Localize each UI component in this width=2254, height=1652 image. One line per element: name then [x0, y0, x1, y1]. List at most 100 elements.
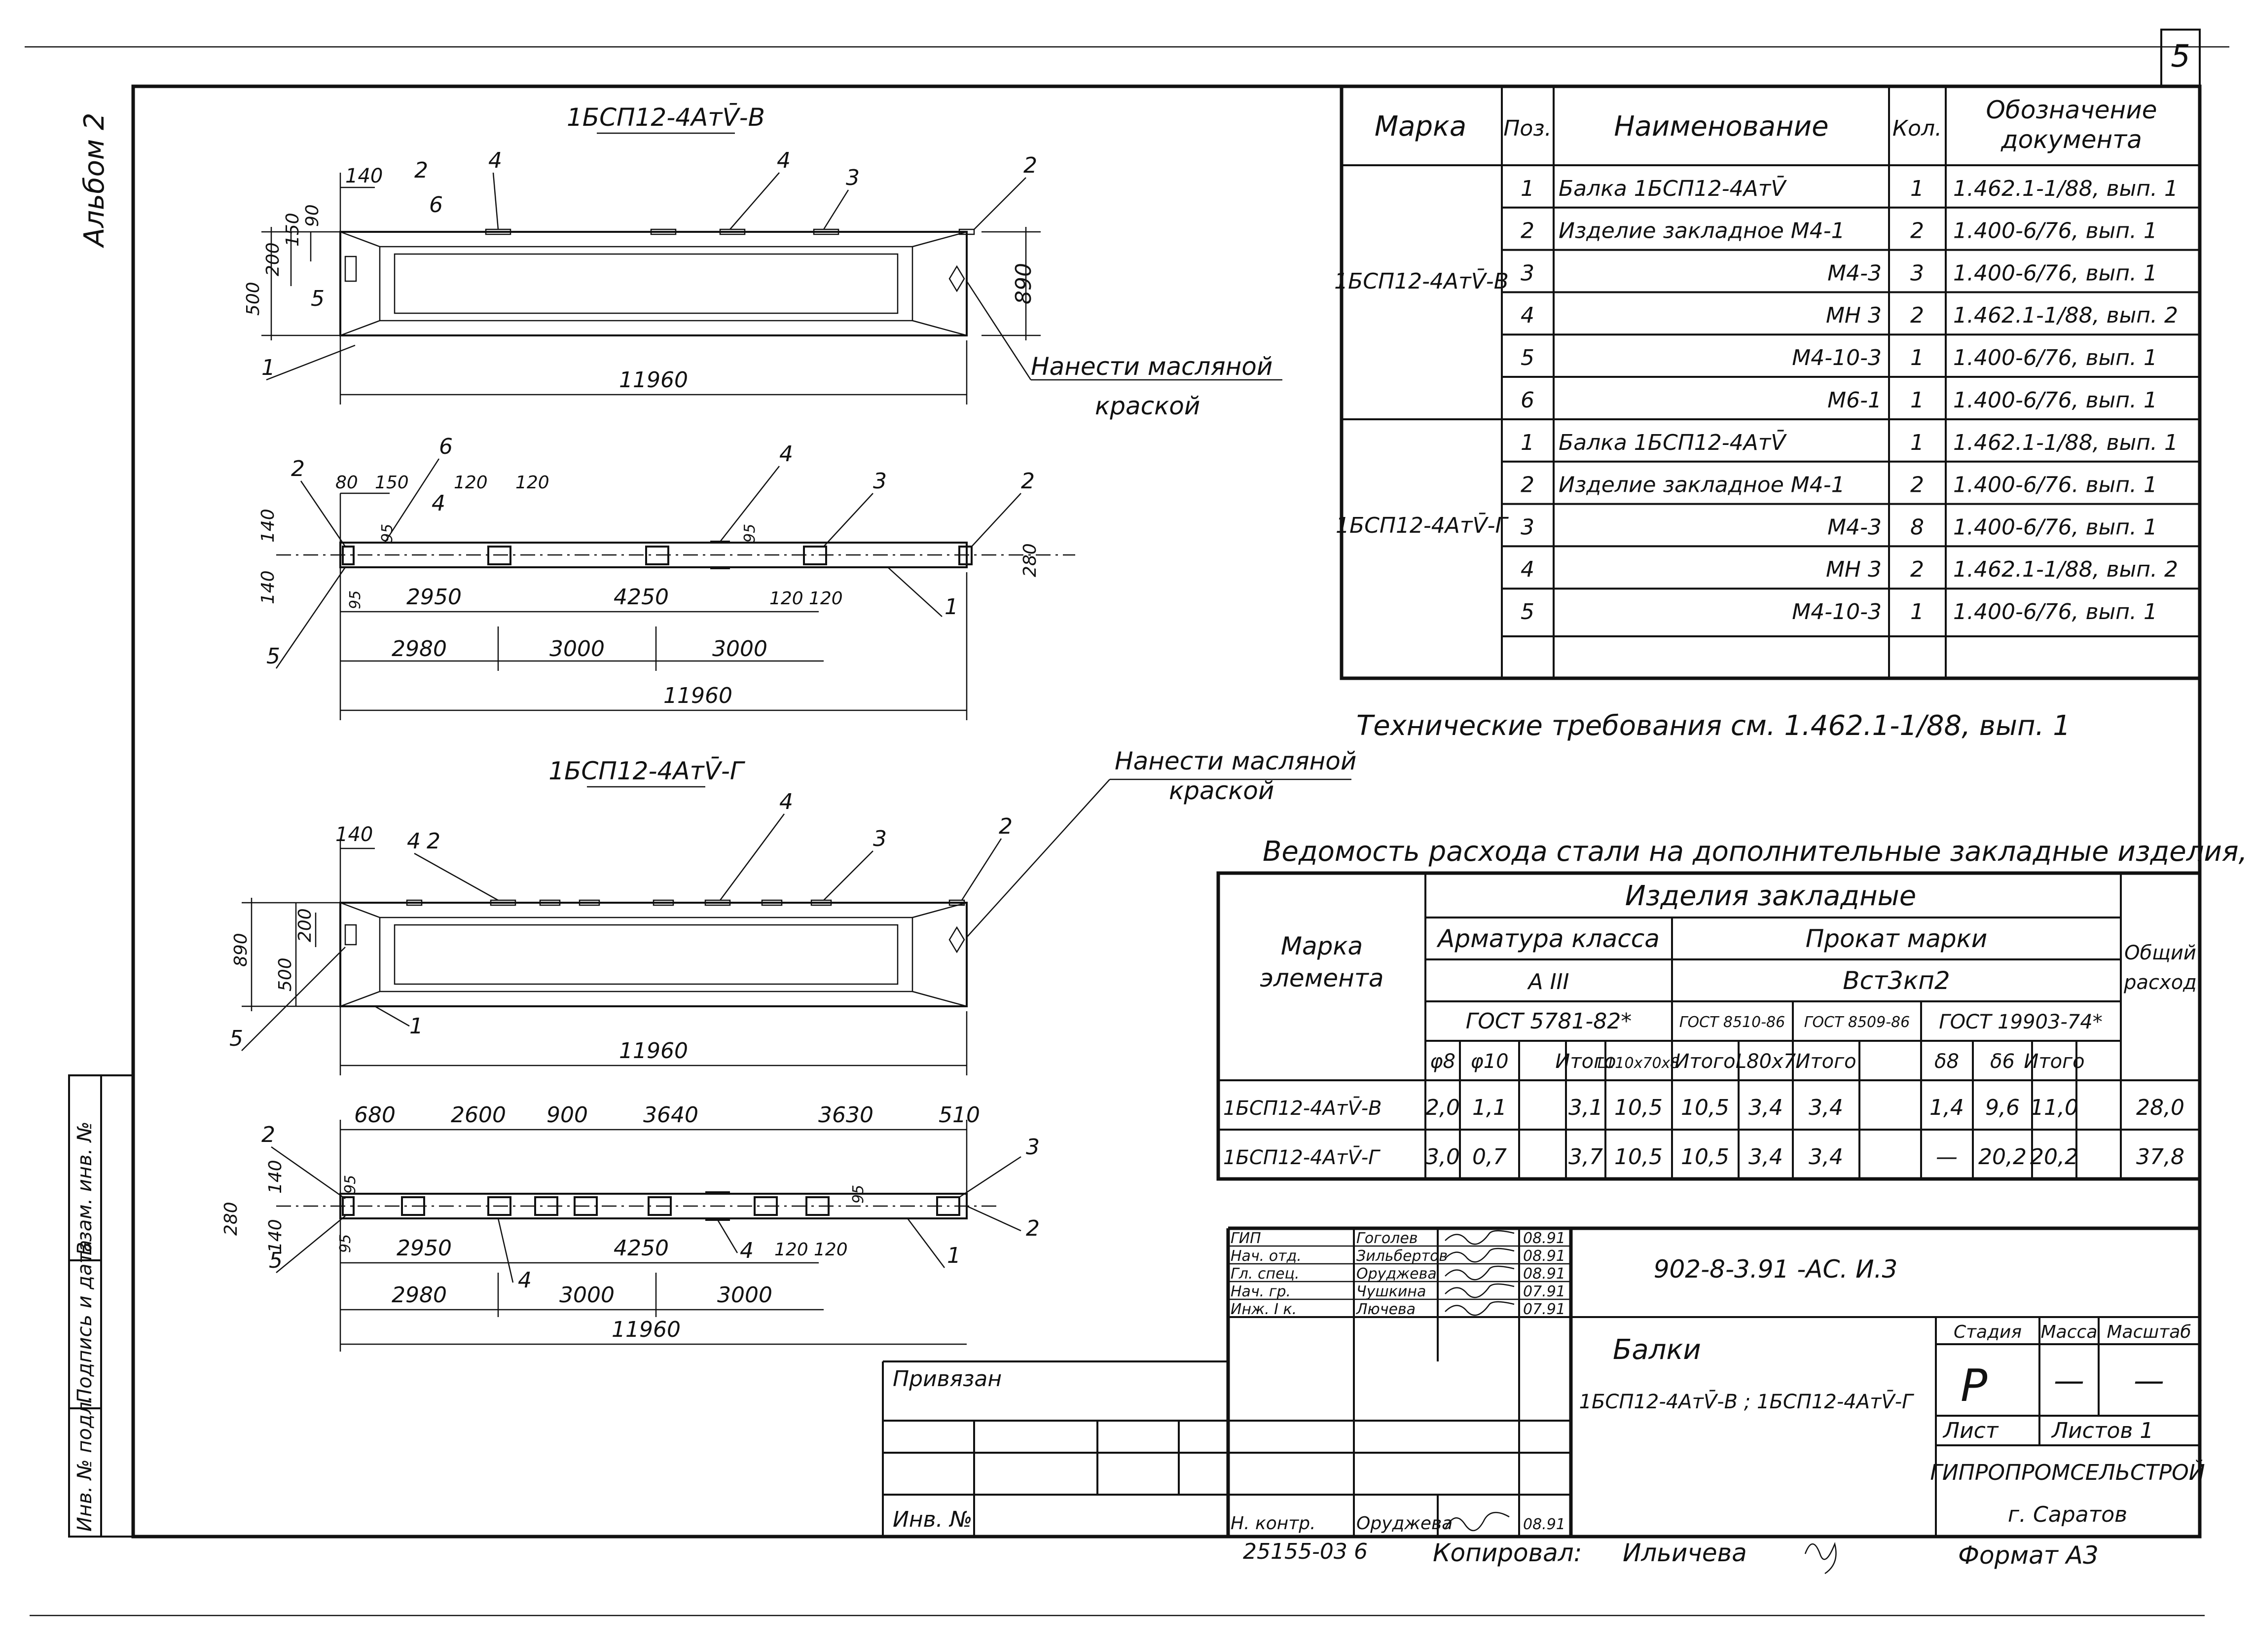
steel-col-header: δ6 [1990, 1050, 2015, 1073]
steel-cell: 1,4 [1929, 1095, 1964, 1120]
steel-cell: 3,1 [1568, 1095, 1603, 1120]
dim-p2-2600: 2600 [451, 1102, 506, 1128]
spec-pos: 4 [1521, 557, 1534, 582]
dim-p2-3000a: 3000 [559, 1283, 615, 1308]
strip-inv-podl: Инв. № подл. [73, 1395, 96, 1532]
tb-marks: 1БСП12-4АтV̄-В ; 1БСП12-4АтV̄-Г [1579, 1390, 1915, 1413]
spec-qty: 8 [1910, 514, 1924, 540]
dim-p1-11960: 11960 [663, 683, 732, 708]
spec-qty: 2 [1910, 303, 1924, 328]
spec-pos: 6 [1521, 388, 1534, 413]
dim-p1-140b: 140 [258, 570, 278, 604]
spec-pos: 5 [1521, 345, 1534, 370]
pos-g-3: 3 [873, 826, 887, 851]
dim-p2-3000b: 3000 [717, 1283, 772, 1308]
tb-nkontr-name: Оруджева [1356, 1513, 1453, 1534]
tb-inv-no: Инв. № [893, 1507, 972, 1532]
pos-v-4b: 4 [777, 148, 791, 173]
spec-doc: 1.400-6/76, вып. 1 [1953, 599, 2157, 624]
dim-p1-120a: 120 [454, 473, 488, 493]
dim-v-890: 890 [1011, 263, 1036, 304]
pos-g-4a: 4 [407, 829, 421, 854]
steel-cell: 3,4 [1809, 1144, 1843, 1170]
steel-cell: 20,2 [2030, 1144, 2078, 1170]
plan-g: 680 2600 900 3640 3630 510 280 140 140 9… [221, 1102, 1040, 1352]
steel-cell: 3,7 [1568, 1144, 1603, 1170]
dim-p2-3630: 3630 [818, 1102, 873, 1128]
spec-doc: 1.462.1-1/88, вып. 2 [1953, 557, 2178, 582]
tb-privyazan: Привязан [893, 1366, 1002, 1392]
dim-v-140: 140 [345, 165, 383, 187]
steel-cell: 3,4 [1809, 1095, 1843, 1120]
spec-qty: 2 [1910, 557, 1924, 582]
signer-name: Чушкина [1356, 1283, 1426, 1300]
spec-doc: 1.400-6/76, вып. 1 [1953, 345, 2157, 370]
pos-p2-3: 3 [1026, 1135, 1040, 1160]
signer-signature [1445, 1248, 1515, 1263]
spec-pos: 3 [1521, 260, 1534, 286]
main-frame [131, 84, 2202, 1539]
dim-v-500: 500 [243, 282, 263, 316]
dim-p2-140a: 140 [265, 1160, 286, 1194]
dim-p1-2980: 2980 [392, 636, 447, 661]
steel-h-obsh-2: расход [2123, 971, 2197, 994]
pos-p2-4b: 4 [740, 1238, 754, 1263]
tb-nkontr-signature [1444, 1512, 1510, 1532]
signer-name: Лючева [1356, 1301, 1416, 1318]
steel-cell: 3,4 [1748, 1144, 1783, 1170]
tb-org: ГИПРОПРОМСЕЛЬСТРОЙ [1930, 1459, 2205, 1485]
spec-name: МН 3 [1826, 303, 1882, 328]
steel-col-header: L110x70x8 [1598, 1055, 1680, 1072]
signer-name: Зильбертов [1356, 1248, 1448, 1265]
spec-h-kol: Кол. [1892, 116, 1942, 141]
dim-g-11960: 11960 [619, 1038, 688, 1064]
spec-qty: 3 [1910, 260, 1924, 286]
tb-masshtab-label: Масштаб [2107, 1322, 2191, 1342]
steel-h-armatura: Арматура класса [1436, 924, 1660, 953]
steel-h-gost3: ГОСТ 8509-86 [1804, 1014, 1910, 1031]
strip-podpis-data: Подпись и дата [73, 1240, 96, 1403]
signer-date: 08.91 [1523, 1248, 1565, 1265]
dim-p2-2980: 2980 [392, 1283, 447, 1308]
title-block: Привязан Инв. № 902-8-3.91 -АС. И.3 Балк… [882, 1226, 2205, 1537]
dim-g-200: 200 [295, 908, 315, 942]
dim-p2-95c: 95 [850, 1185, 867, 1204]
pos-v-1: 1 [261, 355, 275, 380]
pos-p1-2b: 2 [1021, 469, 1035, 494]
tb-stadiya-label: Стадия [1954, 1322, 2022, 1342]
steel-cell: 20,2 [1978, 1144, 2027, 1170]
sheet-number: 5 [2171, 38, 2190, 74]
pos-v-2b: 2 [1023, 153, 1037, 178]
tb-nkontr-role: Н. контр. [1231, 1513, 1316, 1534]
footer-copy-code: 25155-03 [1243, 1539, 1347, 1564]
tb-listov-label: Листов 1 [2051, 1418, 2153, 1443]
signer-signature [1445, 1283, 1515, 1298]
steel-row-marka: 1БСП12-4АтV̄-Г [1223, 1145, 1381, 1169]
steel-h-obsh-1: Общий [2124, 942, 2196, 964]
dim-g-890: 890 [231, 933, 251, 967]
dim-v-200: 200 [263, 242, 283, 276]
dim-p2-120a: 120 [774, 1240, 808, 1260]
dim-p1-2950: 2950 [406, 585, 462, 610]
dim-p1-95c: 95 [741, 524, 759, 543]
spec-qty: 1 [1910, 599, 1924, 624]
pos-g-2b: 2 [999, 814, 1013, 839]
spec-doc: 1.400-6/76, вып. 1 [1953, 219, 2157, 244]
steel-cell: 10,5 [1614, 1095, 1663, 1120]
steel-h-prokat: Прокат марки [1806, 924, 1988, 953]
footer: 25155-03 6 Копировал: Ильичева Формат А3 [1243, 1539, 2099, 1575]
steel-cell: — [1936, 1144, 1958, 1170]
signer-role: Гл. спец. [1231, 1265, 1299, 1283]
dim-p2-140b: 140 [265, 1219, 286, 1253]
dim-p2-280: 280 [221, 1202, 241, 1236]
steel-cell: 3,0 [1425, 1144, 1460, 1170]
steel-col-header: δ8 [1934, 1050, 1959, 1073]
signer-signature [1445, 1230, 1515, 1245]
steel-cell: 1,1 [1472, 1095, 1507, 1120]
dim-p1-80: 80 [335, 473, 358, 493]
steel-cell: 10,5 [1681, 1095, 1729, 1120]
pos-v-3: 3 [846, 165, 860, 190]
title-g: 1БСП12-4АтV̄-Г [548, 756, 746, 785]
note-paint-2a: краской [1095, 392, 1200, 420]
